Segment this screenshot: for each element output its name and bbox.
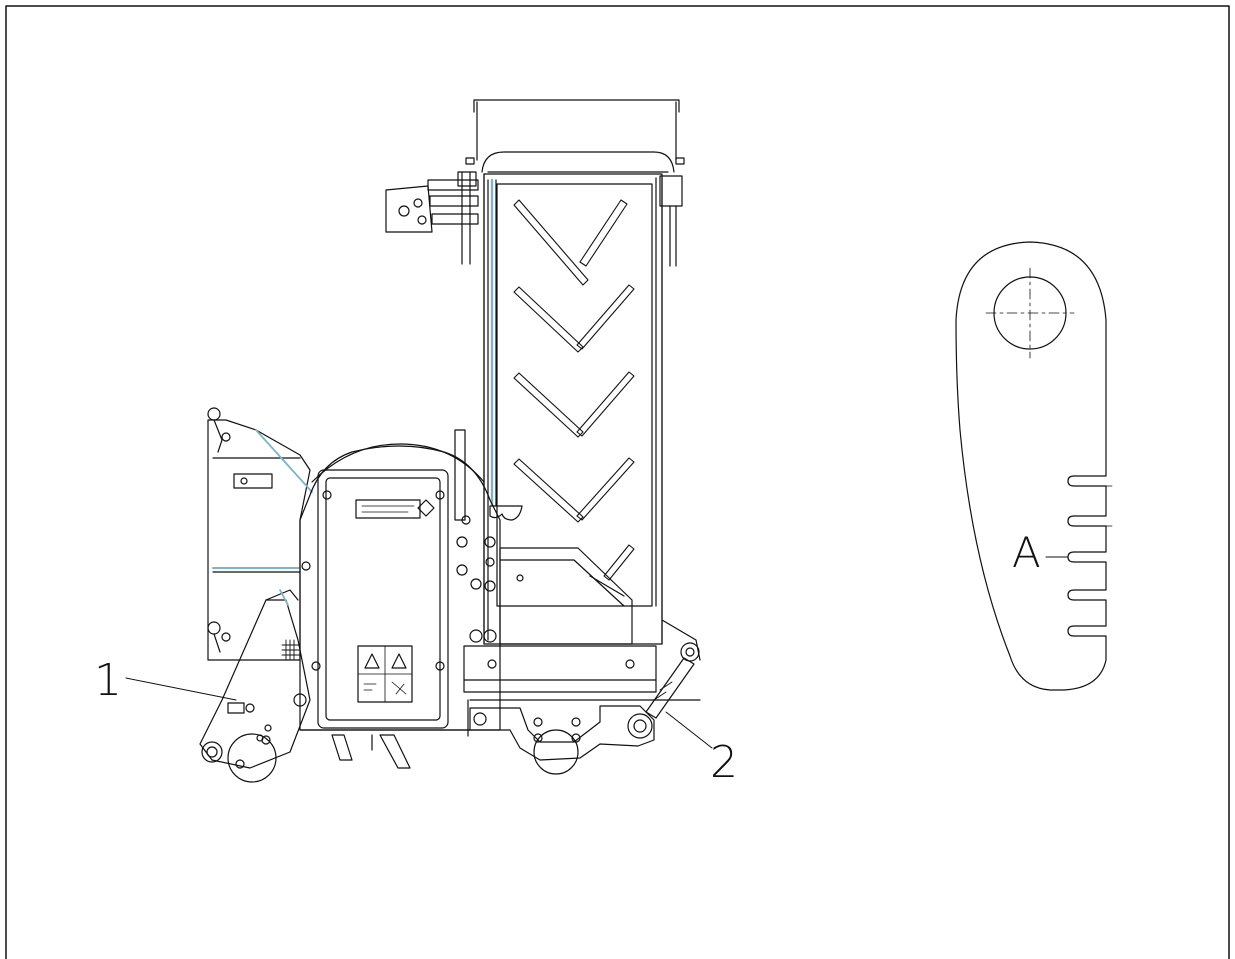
right-wheel: [533, 729, 579, 775]
detail-a-lever-plate: [955, 241, 1113, 691]
right-arm: [469, 619, 701, 775]
decal-brand: [355, 499, 421, 519]
centerline: [985, 267, 1075, 359]
column-housing: [483, 173, 663, 645]
upper-frame: [465, 99, 685, 173]
left-wheel: [227, 733, 277, 783]
belt-chevrons: [513, 199, 635, 581]
base-frame: [299, 645, 701, 737]
callout-label-2: 2: [710, 737, 738, 788]
drawing-border: [5, 5, 1230, 959]
callout-label-1: 1: [94, 655, 122, 706]
machine-side-view: [125, 99, 713, 783]
left-arm: [199, 589, 311, 783]
leader-line-2: [665, 711, 713, 749]
roller: [627, 713, 653, 739]
detail-label-a: A: [1012, 528, 1041, 577]
main-body: [299, 443, 501, 731]
leader-line-1: [125, 677, 237, 701]
support-legs: [331, 734, 411, 769]
upper-bracket: [385, 171, 683, 267]
hitch-plate: [207, 407, 313, 661]
drive-housing: [454, 429, 633, 645]
access-panel: [317, 469, 449, 729]
